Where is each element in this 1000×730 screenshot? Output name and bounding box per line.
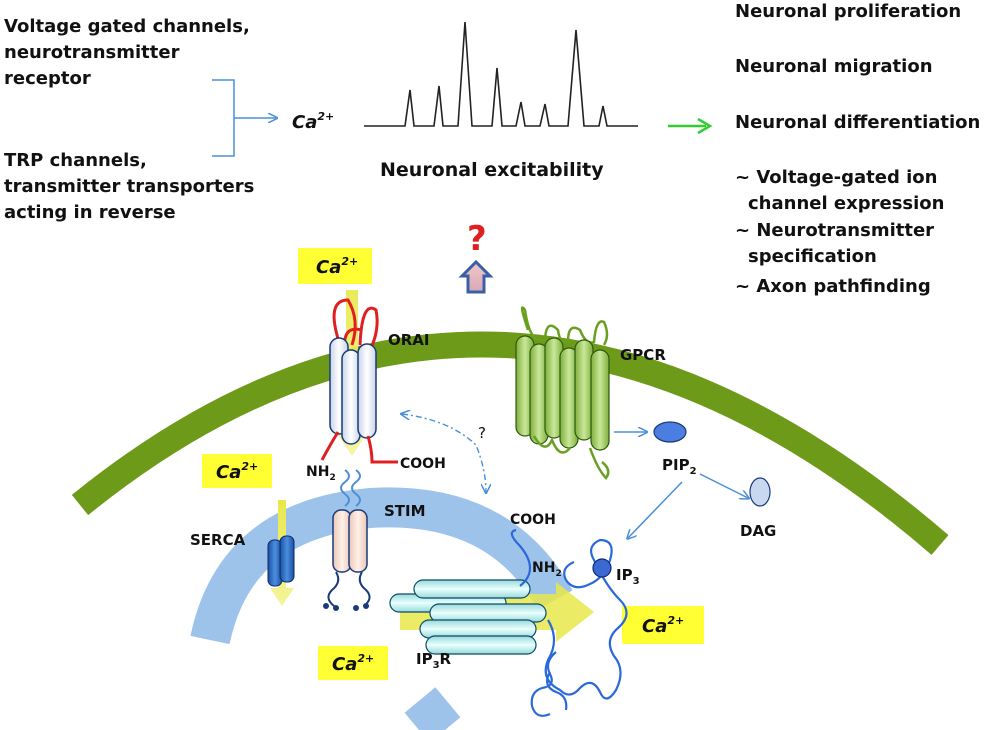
svg-text:Ca2+: Ca2+ xyxy=(642,614,684,637)
pip2-molecule xyxy=(653,421,687,443)
detail-line-2: channel expression xyxy=(748,193,944,214)
input-group-2-line-1: TRP channels, xyxy=(4,150,147,171)
input-group-1-line-2: neurotransmitter xyxy=(4,42,180,63)
input-group-2: TRP channels, transmitter transporters a… xyxy=(4,150,261,223)
stim-linker xyxy=(340,469,361,507)
excitability-label: Neuronal excitability xyxy=(380,159,604,181)
outcome-details: ~ Voltage-gated ion channel expression ~… xyxy=(735,167,951,297)
question-mark: ? xyxy=(467,219,487,259)
ip3-label: IP3 xyxy=(616,566,640,587)
dag-molecule xyxy=(749,477,771,507)
pm-label: PM xyxy=(445,371,466,387)
detail-line-1: ~ Voltage-gated ion xyxy=(735,167,938,188)
interaction-dashed-arrow xyxy=(402,414,486,492)
ca-box-left: Ca2+ xyxy=(202,454,272,488)
input-group-2-line-3: acting in reverse xyxy=(4,202,176,223)
svg-text:Ca2+: Ca2+ xyxy=(316,255,358,278)
er-membrane-lower xyxy=(404,687,461,730)
pip2-to-dag-arrow xyxy=(699,473,748,498)
spike-train xyxy=(364,21,638,127)
ip3-ligand xyxy=(592,558,612,578)
ca-box-top: Ca2+ xyxy=(298,248,372,284)
serca-label: SERCA xyxy=(190,531,246,549)
nh2-label-orai: NH2 xyxy=(306,464,336,483)
ca-box-right: Ca2+ xyxy=(622,606,704,644)
pip2-to-ip3-arrow xyxy=(628,481,683,538)
er-membrane xyxy=(190,487,573,645)
input-group-2-line-2: transmitter transporters xyxy=(4,176,254,197)
ip3r-label: IP3R xyxy=(416,650,452,671)
interaction-question: ? xyxy=(478,424,486,442)
ip3r-channel xyxy=(389,579,547,655)
input-group-1: Voltage gated channels, neurotransmitter… xyxy=(4,16,256,89)
dag-label: DAG xyxy=(740,522,776,540)
calcium-center-label: Ca2+ xyxy=(292,110,334,133)
nh2-label-ip3r: NH2 xyxy=(532,560,562,579)
gpcr-label: GPCR xyxy=(620,346,666,364)
up-arrow xyxy=(458,259,494,294)
er-label: ER xyxy=(410,536,429,552)
svg-text:Ca2+: Ca2+ xyxy=(216,460,258,483)
stim-label: STIM xyxy=(384,502,426,520)
detail-line-4: specification xyxy=(748,246,877,267)
svg-text:Ca2+: Ca2+ xyxy=(332,652,374,675)
serca-pump xyxy=(267,500,295,606)
convergence-bracket xyxy=(212,79,276,157)
outcome-list: Neuronal proliferation Neuronal migratio… xyxy=(735,1,980,133)
input-group-1-line-3: receptor xyxy=(4,68,91,89)
outcome-differentiation: Neuronal differentiation xyxy=(735,112,980,133)
orai-label: ORAI xyxy=(388,331,430,349)
plasma-membrane xyxy=(71,331,949,555)
orai-channel xyxy=(320,298,398,464)
gpcr-receptor xyxy=(515,306,610,480)
ip3r-cytosolic-coil xyxy=(510,528,628,717)
detail-line-3: ~ Neurotransmitter xyxy=(735,220,934,241)
outcome-proliferation: Neuronal proliferation xyxy=(735,1,961,22)
outcome-migration: Neuronal migration xyxy=(735,56,933,77)
outcome-arrowhead xyxy=(697,117,713,135)
cooh-label-orai: COOH xyxy=(400,456,446,472)
pip2-label: PIP2 xyxy=(662,456,697,477)
cooh-label-ip3r: COOH xyxy=(510,512,556,528)
stim-protein xyxy=(323,509,371,611)
ca-box-er: Ca2+ xyxy=(318,646,388,680)
input-group-1-line-1: Voltage gated channels, xyxy=(4,16,250,37)
detail-line-5: ~ Axon pathfinding xyxy=(735,276,931,297)
